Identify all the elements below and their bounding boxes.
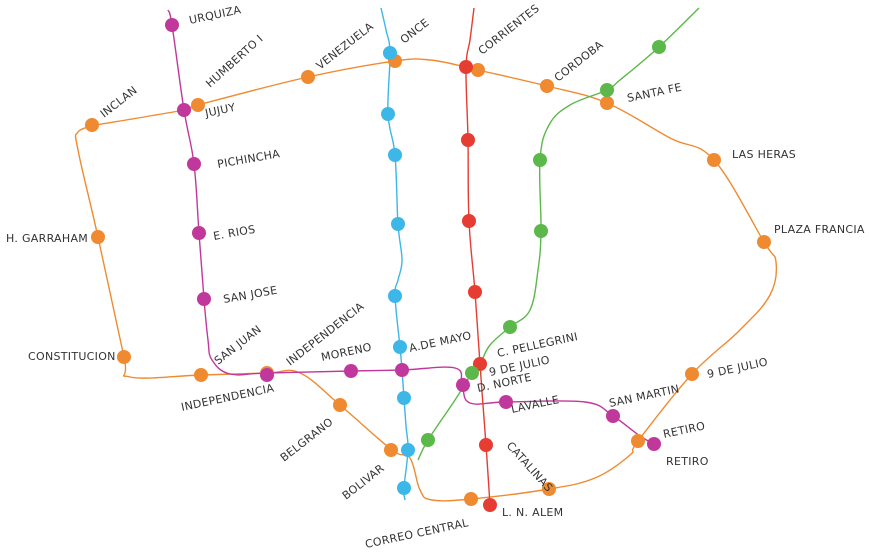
station-label: SAN JUAN	[212, 323, 264, 368]
station-orange-0[interactable]	[85, 118, 99, 132]
line-red	[465, 7, 491, 506]
station-blue-38[interactable]	[401, 443, 415, 457]
station-label: LAVALLE	[510, 393, 560, 416]
station-orange-12[interactable]	[464, 492, 478, 506]
station-blue-39[interactable]	[397, 481, 411, 495]
station-label: CORREO CENTRAL	[364, 516, 470, 551]
station-orange-6[interactable]	[600, 96, 614, 110]
station-magenta-30[interactable]	[647, 437, 661, 451]
station-label: A.DE MAYO	[408, 329, 473, 355]
station-label: MORENO	[320, 341, 373, 364]
station-label: SAN JOSE	[222, 284, 278, 306]
station-blue-33[interactable]	[388, 148, 402, 162]
station-label: PLAZA FRANCIA	[774, 223, 865, 236]
station-blue-37[interactable]	[397, 391, 411, 405]
station-orange-13[interactable]	[384, 443, 398, 457]
station-label: E. RIOS	[212, 223, 256, 243]
station-label: PICHINCHA	[216, 147, 281, 171]
station-magenta-25[interactable]	[344, 364, 358, 378]
station-blue-31[interactable]	[383, 46, 397, 60]
station-magenta-20[interactable]	[177, 103, 191, 117]
station-magenta-26[interactable]	[395, 363, 409, 377]
station-blue-32[interactable]	[381, 107, 395, 121]
stations-layer	[85, 18, 771, 512]
station-red-41[interactable]	[461, 133, 475, 147]
station-orange-1[interactable]	[191, 98, 205, 112]
station-label: URQUIZA	[188, 3, 243, 27]
station-magenta-21[interactable]	[187, 157, 201, 171]
station-magenta-23[interactable]	[197, 292, 211, 306]
station-green-48[interactable]	[600, 83, 614, 97]
station-orange-7[interactable]	[707, 153, 721, 167]
line-orange	[74, 58, 778, 502]
station-blue-35[interactable]	[388, 289, 402, 303]
station-label: LAS HERAS	[732, 148, 796, 161]
station-label: BOLIVAR	[340, 462, 387, 503]
station-label: VENEZUELA	[314, 20, 376, 73]
station-blue-36[interactable]	[393, 340, 407, 354]
station-green-52[interactable]	[465, 366, 479, 380]
station-orange-18[interactable]	[91, 230, 105, 244]
station-orange-10[interactable]	[631, 434, 645, 448]
station-green-53[interactable]	[421, 433, 435, 447]
station-red-40[interactable]	[459, 60, 473, 74]
station-orange-17[interactable]	[117, 350, 131, 364]
station-label: INDEPENDENCIA	[180, 381, 276, 413]
station-green-47[interactable]	[652, 40, 666, 54]
station-green-50[interactable]	[534, 224, 548, 238]
station-label: RETIRO	[662, 419, 706, 441]
station-magenta-22[interactable]	[192, 226, 206, 240]
station-label: CORDOBA	[552, 38, 606, 84]
station-label: 9 DE JULIO	[706, 355, 769, 381]
station-red-42[interactable]	[462, 214, 476, 228]
station-magenta-28[interactable]	[499, 395, 513, 409]
station-label: INCLAN	[98, 84, 140, 121]
station-label: ONCE	[398, 16, 432, 46]
station-red-44[interactable]	[473, 357, 487, 371]
station-orange-8[interactable]	[757, 235, 771, 249]
station-red-46[interactable]	[483, 498, 497, 512]
station-blue-34[interactable]	[391, 217, 405, 231]
station-orange-16[interactable]	[194, 368, 208, 382]
station-label: CONSTITUCION	[28, 350, 116, 363]
station-label: RETIRO	[666, 455, 709, 468]
station-magenta-29[interactable]	[606, 409, 620, 423]
station-green-49[interactable]	[533, 153, 547, 167]
station-label: L. N. ALEM	[502, 506, 563, 519]
station-magenta-19[interactable]	[165, 18, 179, 32]
station-magenta-24[interactable]	[260, 368, 274, 382]
station-orange-2[interactable]	[301, 70, 315, 84]
station-green-51[interactable]	[503, 320, 517, 334]
station-orange-5[interactable]	[540, 79, 554, 93]
station-label: JUJUY	[203, 101, 237, 120]
station-label: CATALINAS	[504, 439, 556, 494]
station-orange-9[interactable]	[685, 367, 699, 381]
station-red-43[interactable]	[468, 285, 482, 299]
station-label: HUMBERTO I	[203, 32, 265, 90]
station-orange-14[interactable]	[333, 398, 347, 412]
station-label: SANTA FE	[626, 81, 683, 105]
station-orange-4[interactable]	[471, 63, 485, 77]
station-red-45[interactable]	[479, 438, 493, 452]
station-label: H. GARRAHAM	[6, 232, 88, 245]
line-blue	[380, 7, 409, 501]
station-label: CORRIENTES	[476, 2, 542, 58]
station-orange-11[interactable]	[542, 482, 556, 496]
labels-layer: URQUIZA HUMBERTO I INCLAN JUJUY VENEZUELA ONC…	[6, 2, 865, 551]
station-label: BELGRANO	[278, 415, 336, 464]
station-magenta-27[interactable]	[456, 378, 470, 392]
station-label: SAN MARTIN	[608, 382, 681, 410]
